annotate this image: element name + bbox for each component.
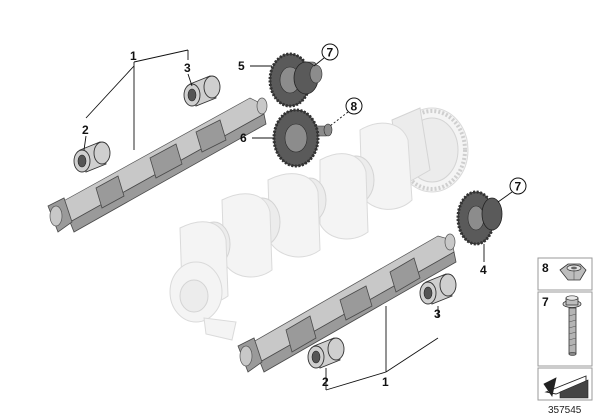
callout-2-top: 2 xyxy=(82,123,89,137)
flange-bolt-icon xyxy=(562,295,582,356)
callout-6: 6 xyxy=(240,131,247,145)
document-number: 357545 xyxy=(548,405,582,416)
callout-2-bottom: 2 xyxy=(322,375,329,389)
legend-panel: 8 7 xyxy=(537,257,593,401)
callout-8: 8 xyxy=(351,100,358,114)
crankshaft-ghost xyxy=(169,107,469,341)
needle-bearing-upper-rear xyxy=(183,75,221,107)
gear-5 xyxy=(268,52,323,108)
callout-3-bottom: 3 xyxy=(434,307,441,321)
callout-7-right: 7 xyxy=(515,180,522,194)
legend-number-7: 7 xyxy=(542,295,549,309)
callout-4: 4 xyxy=(480,263,487,277)
gear-4 xyxy=(456,190,503,246)
legend-number-8: 8 xyxy=(542,261,549,275)
callout-8-ring xyxy=(345,97,363,115)
callout-1-top: 1 xyxy=(130,49,137,63)
callout-7-top: 7 xyxy=(327,46,334,60)
needle-bearing-lower-front xyxy=(307,337,345,369)
callouts: 1 3 2 5 7 8 6 7 4 3 2 1 xyxy=(82,43,527,389)
orientation-arrow-icon xyxy=(543,375,589,399)
leader-lines xyxy=(83,49,513,391)
gear-6 xyxy=(272,108,333,168)
callout-7-right-ring xyxy=(509,177,527,195)
hex-nut-icon xyxy=(559,263,587,281)
needle-bearing-lower-rear xyxy=(419,273,457,305)
needle-bearing-upper-front xyxy=(73,141,111,173)
balance-shaft-upper xyxy=(47,97,268,233)
callout-5: 5 xyxy=(238,59,245,73)
balance-shaft-lower xyxy=(237,233,457,373)
callout-3-top: 3 xyxy=(184,61,191,75)
callout-1-bottom: 1 xyxy=(382,375,389,389)
callout-7-top-ring xyxy=(321,43,339,61)
